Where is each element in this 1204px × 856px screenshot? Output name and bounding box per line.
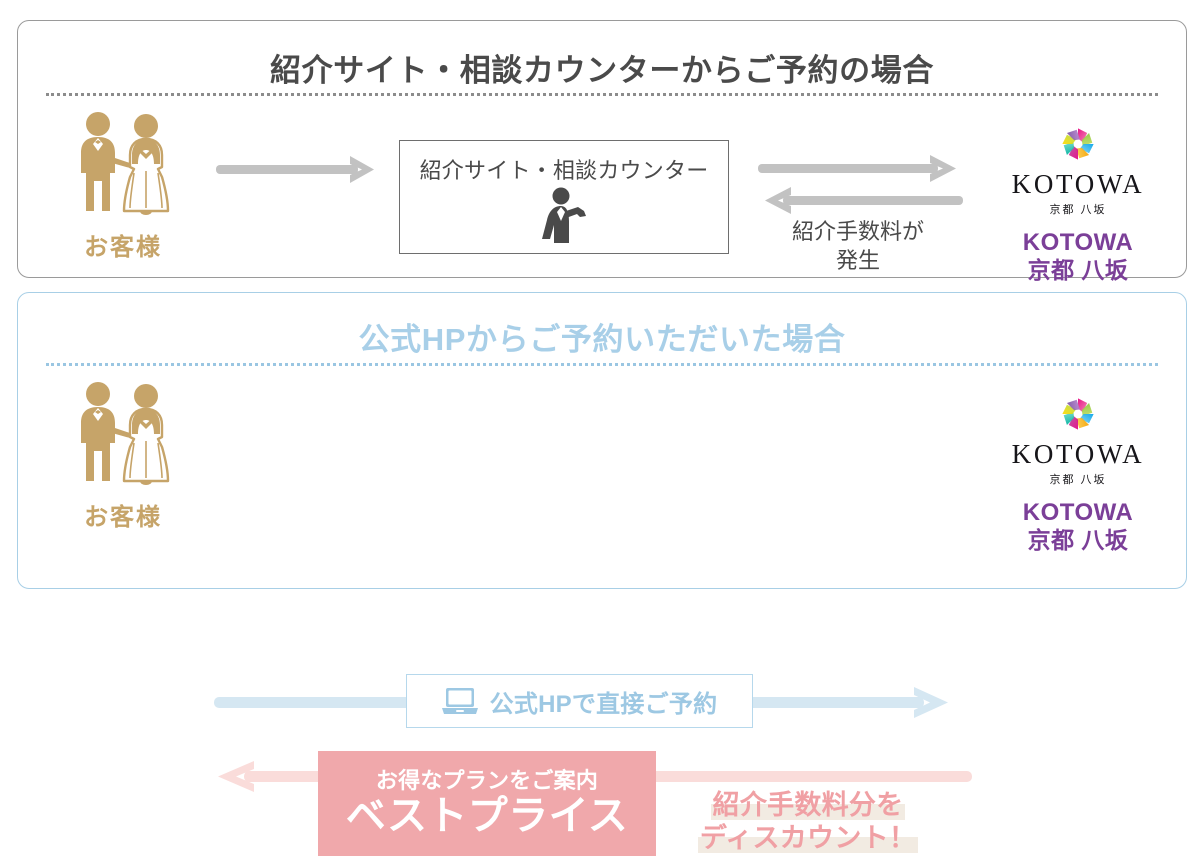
referral-counter-box-label: 紹介サイト・相談カウンター xyxy=(419,158,709,183)
bestprice-box: お得なプランをご案内 ベストプライス xyxy=(318,751,656,856)
brand-sub-wordmark: 京都 八坂 xyxy=(1049,204,1107,216)
brand-wordmark: KOTOWA xyxy=(1011,169,1145,199)
referral-brand-block: KOTOWA 京都 八坂 KOTOWA 京都 八坂 xyxy=(978,121,1178,284)
brand-sub-wordmark: 京都 八坂 xyxy=(1049,474,1107,486)
presenter-person-icon xyxy=(542,187,586,243)
bestprice-subtitle: お得なプランをご案内 xyxy=(375,767,599,793)
kotowa-pinwheel-logo-icon xyxy=(1062,128,1094,160)
referral-customer-label: お客様 xyxy=(84,234,162,261)
referral-dotted-divider xyxy=(46,93,1158,96)
discount-caption-line1: 紹介手数料分を xyxy=(710,790,906,820)
bestprice-headline: ベストプライス xyxy=(345,793,629,838)
referral-section-title: 紹介サイト・相談カウンターからご予約の場合 xyxy=(269,53,935,88)
customer-to-counter-arrow xyxy=(216,156,374,183)
referral-fee-caption-line2: 発生 xyxy=(835,248,880,274)
referral-route-panel: 紹介サイト・相談カウンターからご予約の場合 お客様 紹介サ xyxy=(17,20,1187,283)
referral-fee-caption: 紹介手数料が 発生 xyxy=(758,217,958,275)
official-hp-box-label: 公式HPで直接ご予約 xyxy=(489,690,718,718)
referral-customer-block: お客様 xyxy=(48,111,198,262)
brand-location-text: 京都 八坂 xyxy=(1027,256,1129,283)
official-brand-block: KOTOWA 京都 八坂 KOTOWA 京都 八坂 xyxy=(978,391,1178,554)
brand-wordmark: KOTOWA xyxy=(1011,439,1145,469)
official-hp-box: 公式HPで直接ご予約 xyxy=(406,674,753,728)
laptop-icon xyxy=(441,688,478,714)
venue-to-counter-arrow xyxy=(765,187,963,214)
counter-to-venue-arrow xyxy=(758,155,956,182)
official-customer-label: お客様 xyxy=(84,504,162,531)
bride-groom-couple-icon xyxy=(81,112,170,215)
official-section-title: 公式HPからご予約いただいた場合 xyxy=(358,322,846,357)
brand-name-text: KOTOWA xyxy=(1022,229,1134,256)
referral-counter-box: 紹介サイト・相談カウンター xyxy=(399,140,729,254)
official-route-panel: 公式HPからご予約いただいた場合 お客様 xyxy=(17,292,1187,856)
discount-caption: 紹介手数料分を ディスカウント！ xyxy=(678,789,938,855)
brand-name-text: KOTOWA xyxy=(1022,499,1134,526)
brand-location-text: 京都 八坂 xyxy=(1027,526,1129,553)
official-customer-block: お客様 xyxy=(48,381,198,532)
official-dotted-divider xyxy=(46,363,1158,366)
bride-groom-couple-icon xyxy=(81,382,170,485)
kotowa-pinwheel-logo-icon xyxy=(1062,398,1094,430)
discount-caption-line2: ディスカウント！ xyxy=(697,822,919,853)
referral-fee-caption-line1: 紹介手数料が xyxy=(791,219,924,244)
